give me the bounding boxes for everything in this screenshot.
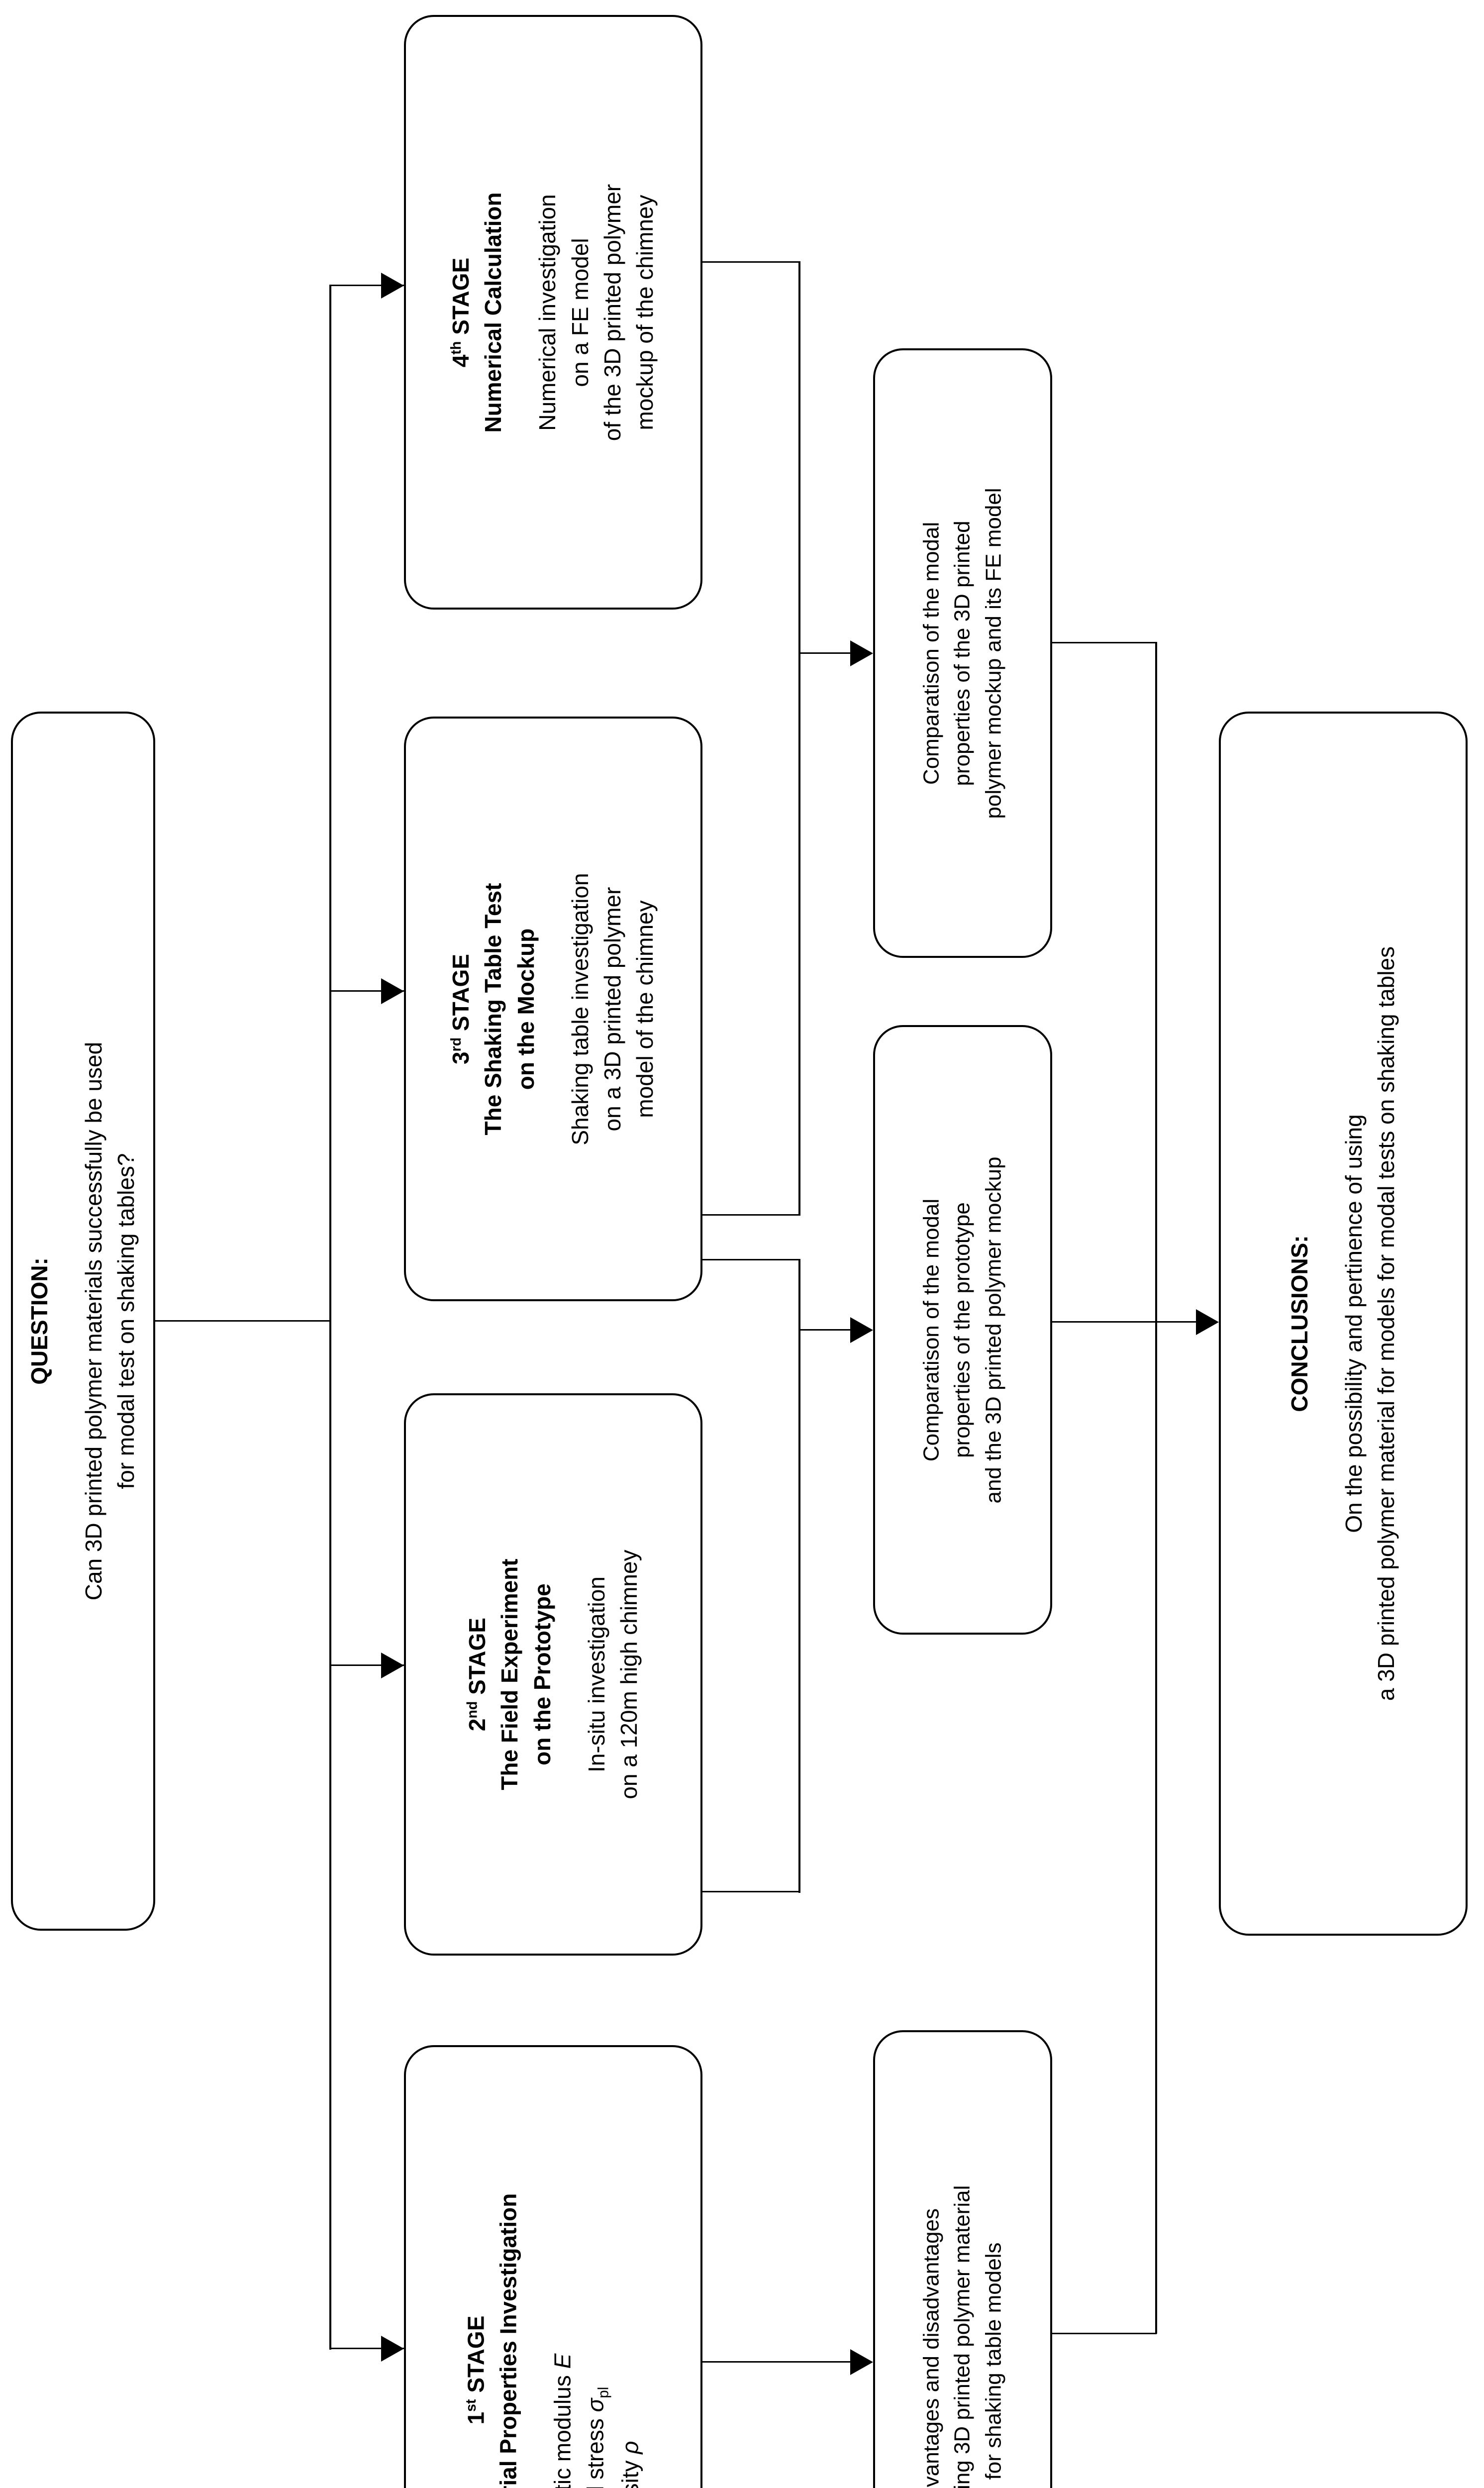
- connector-branch-stage-1: [329, 2348, 404, 2349]
- connector-into-comparison-fe: [798, 652, 853, 654]
- stage-4-title-line-1: Numerical Calculation: [480, 192, 506, 433]
- question-heading: QUESTION:: [26, 1257, 53, 1385]
- comparison-fe-line-3: polymer mockup and its FE model: [981, 487, 1006, 819]
- advantages-line-1: Advantages and disadvantages: [919, 2208, 944, 2488]
- stage-4-desc-line-3: of the 3D printed polymer: [599, 184, 626, 441]
- comparison-prototype-box: Comparatison of the modal properties of …: [873, 1025, 1052, 1635]
- connector-branch-stage-4: [329, 285, 404, 286]
- stage-2-title-line-1: The Field Experiment: [496, 1558, 523, 1790]
- comparison-prototype-line-1: Comparatison of the modal: [919, 1198, 944, 1461]
- advantages-line-2: of using 3D printed polymer material: [950, 2185, 975, 2488]
- arrow-to-comparison-prototype: [850, 1317, 873, 1343]
- stage-4-desc-line-1: Numerical investigation: [534, 194, 561, 431]
- arrow-to-comparison-fe: [850, 640, 873, 666]
- stage-3-heading: 3rd STAGE: [448, 953, 474, 1064]
- stage-1-title: Material Properties Investigation: [495, 2193, 521, 2488]
- connector-stage3-riser-fe: [798, 653, 800, 1216]
- arrow-to-stage-1: [381, 2336, 404, 2362]
- arrow-to-stage-4: [381, 273, 404, 299]
- question-line-1: Can 3D printed polymer materials success…: [81, 1041, 107, 1601]
- connector-stage4-out: [702, 261, 800, 263]
- conclusions-line-1: On the possibility and pertinence of usi…: [1341, 1114, 1367, 1533]
- stage-3-desc-line-1: Shaking table investigation: [567, 872, 593, 1145]
- conclusions-line-2: a 3D printed polymer material for models…: [1373, 946, 1399, 1701]
- connector-advantages-out: [1051, 2333, 1157, 2334]
- arrow-to-stage-2: [381, 1653, 404, 1678]
- connector-question-stub: [154, 1320, 331, 1322]
- conclusions-box: CONCLUSIONS: On the possibility and pert…: [1219, 712, 1468, 1936]
- stage-1-bullet-3: - density ρ: [617, 2440, 643, 2488]
- stage-2-title-line-2: on the Prototype: [529, 1583, 555, 1765]
- stage-1-bullet-1: - elastic modulus E: [549, 2353, 576, 2488]
- stage-4-heading: 4th STAGE: [448, 257, 474, 367]
- connector-stage3-riser-prototype: [798, 1259, 800, 1331]
- comparison-fe-line-1: Comparatison of the modal: [919, 521, 944, 785]
- comparison-fe-box: Comparatison of the modal properties of …: [873, 348, 1052, 958]
- stage-2-heading: 2nd STAGE: [464, 1617, 490, 1732]
- advantages-box: Advantages and disadvantages of using 3D…: [873, 2030, 1052, 2488]
- stage-2-desc-line-1: In-situ investigation: [583, 1576, 609, 1772]
- arrow-to-advantages: [850, 2349, 873, 2375]
- connector-trunk-vertical: [329, 285, 331, 2350]
- stage-1-bullet-2: - yield stress σpl: [582, 2386, 612, 2488]
- stage-3-title-line-1: The Shaking Table Test: [480, 883, 506, 1135]
- connector-stage4-riser: [798, 261, 800, 655]
- question-line-2: for modal test on shaking tables?: [113, 1153, 139, 1489]
- connector-comparison-prototype-out: [1051, 1321, 1196, 1323]
- conclusions-heading: CONCLUSIONS:: [1286, 1235, 1313, 1412]
- stage-4-box: 4th STAGE Numerical Calculation Numerica…: [404, 15, 702, 610]
- question-box: QUESTION: Can 3D printed polymer materia…: [11, 712, 155, 1931]
- connector-stage3-to-prototype: [702, 1259, 800, 1260]
- connector-into-comparison-prototype: [798, 1329, 853, 1331]
- comparison-fe-line-2: properties of the 3D printed: [950, 520, 975, 786]
- comparison-prototype-line-2: properties of the prototype: [950, 1202, 975, 1458]
- connector-stage2-riser: [798, 1330, 800, 1893]
- comparison-prototype-line-3: and the 3D printed polymer mockup: [981, 1156, 1006, 1504]
- connector-branch-stage-3: [329, 990, 404, 992]
- stage-3-title-line-2: on the Mockup: [512, 928, 539, 1090]
- advantages-line-3: for shaking table models: [981, 2242, 1006, 2480]
- connector-right-riser: [1155, 642, 1157, 2334]
- stage-3-box: 3rd STAGE The Shaking Table Test on the …: [404, 717, 702, 1301]
- stage-3-desc-line-2: on a 3D printed polymer: [599, 887, 626, 1131]
- connector-stage3-to-fe: [702, 1214, 800, 1216]
- arrow-to-conclusions: [1196, 1309, 1219, 1335]
- stage-2-desc-line-2: on a 120m high chimney: [615, 1550, 642, 1799]
- stage-1-heading: 1st STAGE: [463, 2315, 489, 2424]
- stage-4-desc-line-4: mockup of the chimney: [632, 195, 658, 430]
- arrow-to-stage-3: [381, 978, 404, 1004]
- connector-stage2-out: [702, 1891, 800, 1892]
- connector-branch-stage-2: [329, 1664, 404, 1666]
- stage-4-desc-line-2: on a FE model: [567, 237, 593, 387]
- stage-3-desc-line-3: model of the chimney: [632, 900, 658, 1118]
- stage-1-box: 1st STAGE Material Properties Investigat…: [404, 2045, 702, 2488]
- stage-2-box: 2nd STAGE The Field Experiment on the Pr…: [404, 1393, 702, 1956]
- connector-comparison-fe-out: [1051, 642, 1157, 643]
- connector-stage1-to-advantages: [702, 2361, 853, 2363]
